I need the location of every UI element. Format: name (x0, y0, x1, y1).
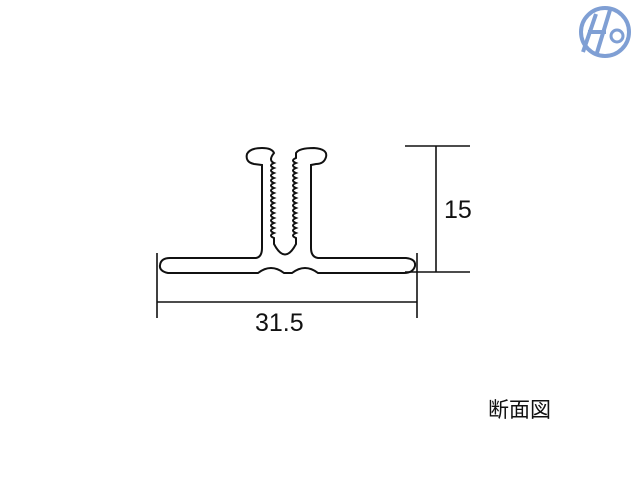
logo-icon (579, 6, 631, 58)
height-dimension-label: 15 (444, 196, 472, 224)
dimension-lines (156, 145, 470, 318)
section-caption: 断面図 (488, 398, 551, 422)
width-dimension-label: 31.5 (255, 309, 304, 337)
profile-outline (158, 146, 417, 274)
